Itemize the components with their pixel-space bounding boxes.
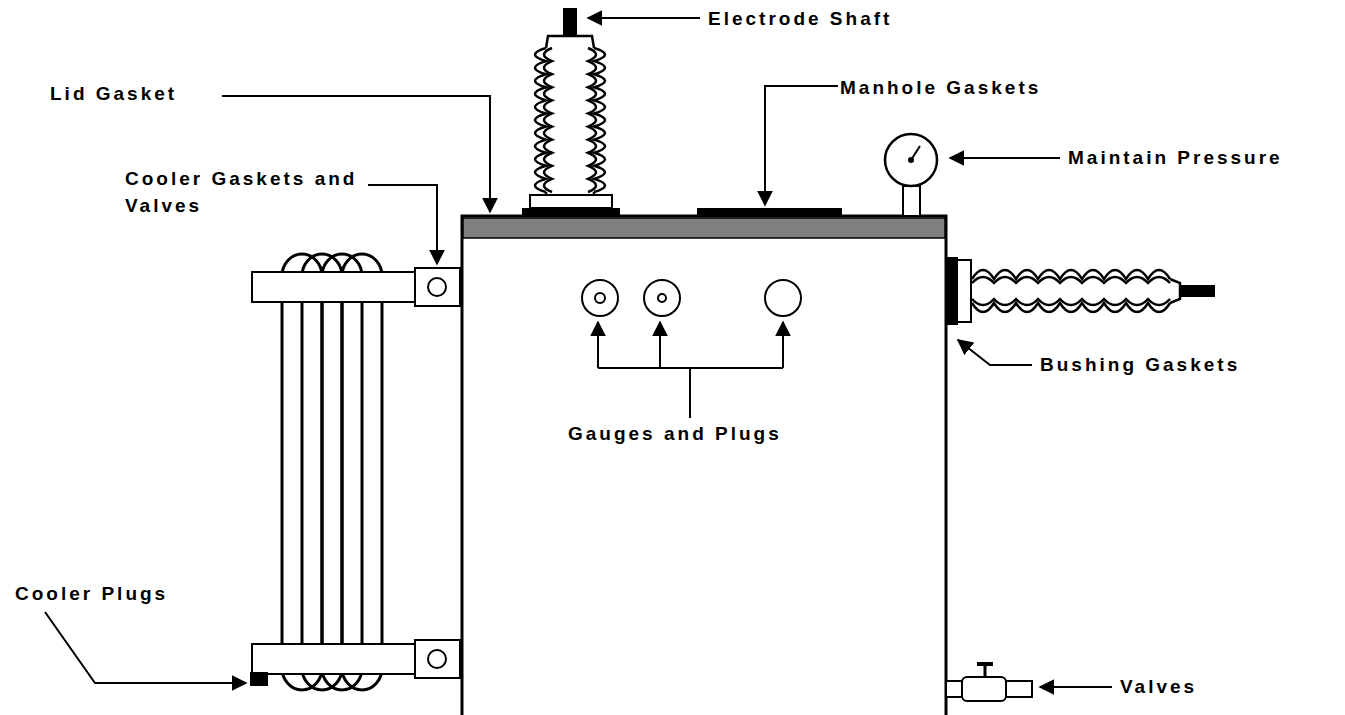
cooler-header xyxy=(252,644,415,674)
pressure-gauge xyxy=(885,134,937,186)
valve-pipe xyxy=(1006,681,1032,697)
part-label: Maintain Pressure xyxy=(1068,144,1283,171)
gauge-pivot xyxy=(908,157,914,163)
bushing-terminal xyxy=(1180,285,1215,297)
leader-lines xyxy=(45,18,1112,687)
bushing-flange xyxy=(530,195,612,208)
cooler-valve xyxy=(428,650,446,668)
valve-body xyxy=(962,677,1006,701)
insulator-shed xyxy=(972,299,1170,305)
electrode-shaft xyxy=(563,8,577,36)
manhole xyxy=(697,208,842,216)
part-label: Lid Gasket xyxy=(50,80,177,107)
cooler-coils xyxy=(282,254,382,690)
gauge xyxy=(658,294,666,302)
insulator-shed xyxy=(972,277,1170,283)
cooler-flange xyxy=(415,268,460,306)
valve-handle xyxy=(977,662,993,666)
insulator-base xyxy=(593,192,596,195)
tank xyxy=(462,216,946,715)
bushing-base xyxy=(522,208,620,216)
part-label: Cooler Plugs xyxy=(15,580,168,607)
valve-pipe xyxy=(946,681,962,697)
bushing-insulator xyxy=(535,36,605,195)
part-label: Manhole Gaskets xyxy=(840,74,1041,101)
plug xyxy=(765,280,801,316)
bushing-flange xyxy=(957,260,971,322)
insulator-shed xyxy=(544,48,552,192)
insulator-cap xyxy=(546,36,594,48)
cooler-plug xyxy=(250,672,268,686)
insulator-shed xyxy=(588,48,596,192)
gauge xyxy=(644,280,680,316)
cooler-flange xyxy=(415,640,460,678)
part-label: Electrode Shaft xyxy=(708,5,892,32)
part-label: Cooler Gaskets and Valves xyxy=(125,165,361,219)
part-label: Bushing Gaskets xyxy=(1040,351,1240,378)
insulator-base xyxy=(545,192,548,195)
part-label: Gauges and Plugs xyxy=(568,420,782,447)
gauge-stem xyxy=(903,186,920,216)
gauge xyxy=(582,280,618,316)
cooler-valve xyxy=(428,278,446,296)
insulator-cap xyxy=(1170,279,1180,303)
gauge xyxy=(595,293,605,303)
cooler-header xyxy=(252,272,415,302)
part-label: Valves xyxy=(1120,673,1197,700)
lid xyxy=(463,218,945,238)
bushing-insulator xyxy=(972,270,1180,312)
